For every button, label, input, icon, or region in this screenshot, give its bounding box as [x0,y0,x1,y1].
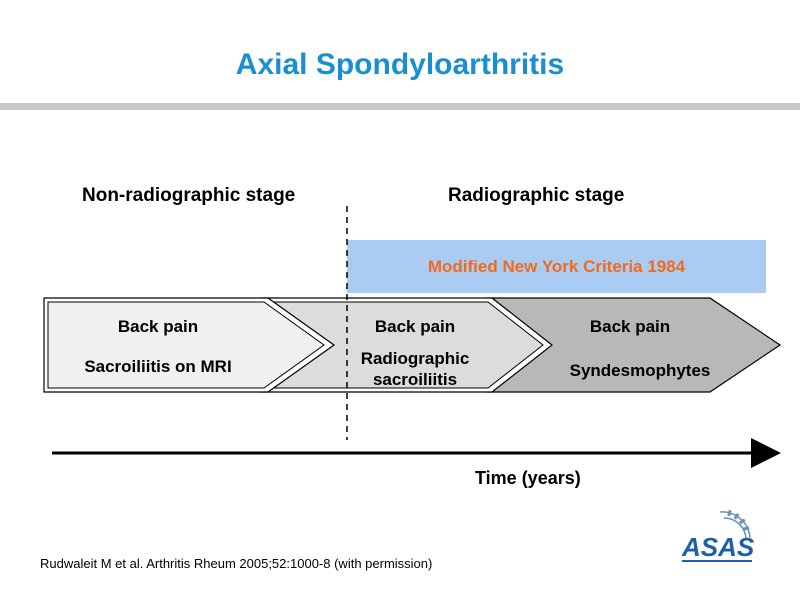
time-axis-label: Time (years) [475,468,581,488]
stage-2-finding: Radiographic sacroiliitis [360,349,470,389]
stage-3-finding: Syndesmophytes [569,361,711,380]
slide-title: Axial Spondyloarthritis [235,48,565,81]
stage-1-finding: Sacroiliitis on MRI [84,357,232,376]
non-radiographic-stage-label: Non-radiographic stage [82,185,296,206]
citation: Rudwaleit M et al. Arthritis Rheum 2005;… [40,556,433,571]
criteria-label: Modified New York Criteria 1984 [427,256,686,276]
svg-text:ASAS: ASAS [681,532,755,562]
radiographic-stage-label: Radiographic stage [448,185,625,206]
modified-ny-criteria-box: Modified New York Criteria 1984 [347,240,766,293]
asas-logo: ASAS [681,509,755,562]
title-divider [0,103,800,110]
stage-1-back-pain: Back pain [117,317,199,336]
stage-3-back-pain: Back pain [589,317,671,336]
stage-2-back-pain: Back pain [374,317,456,336]
stage-1-arrow [47,301,325,389]
